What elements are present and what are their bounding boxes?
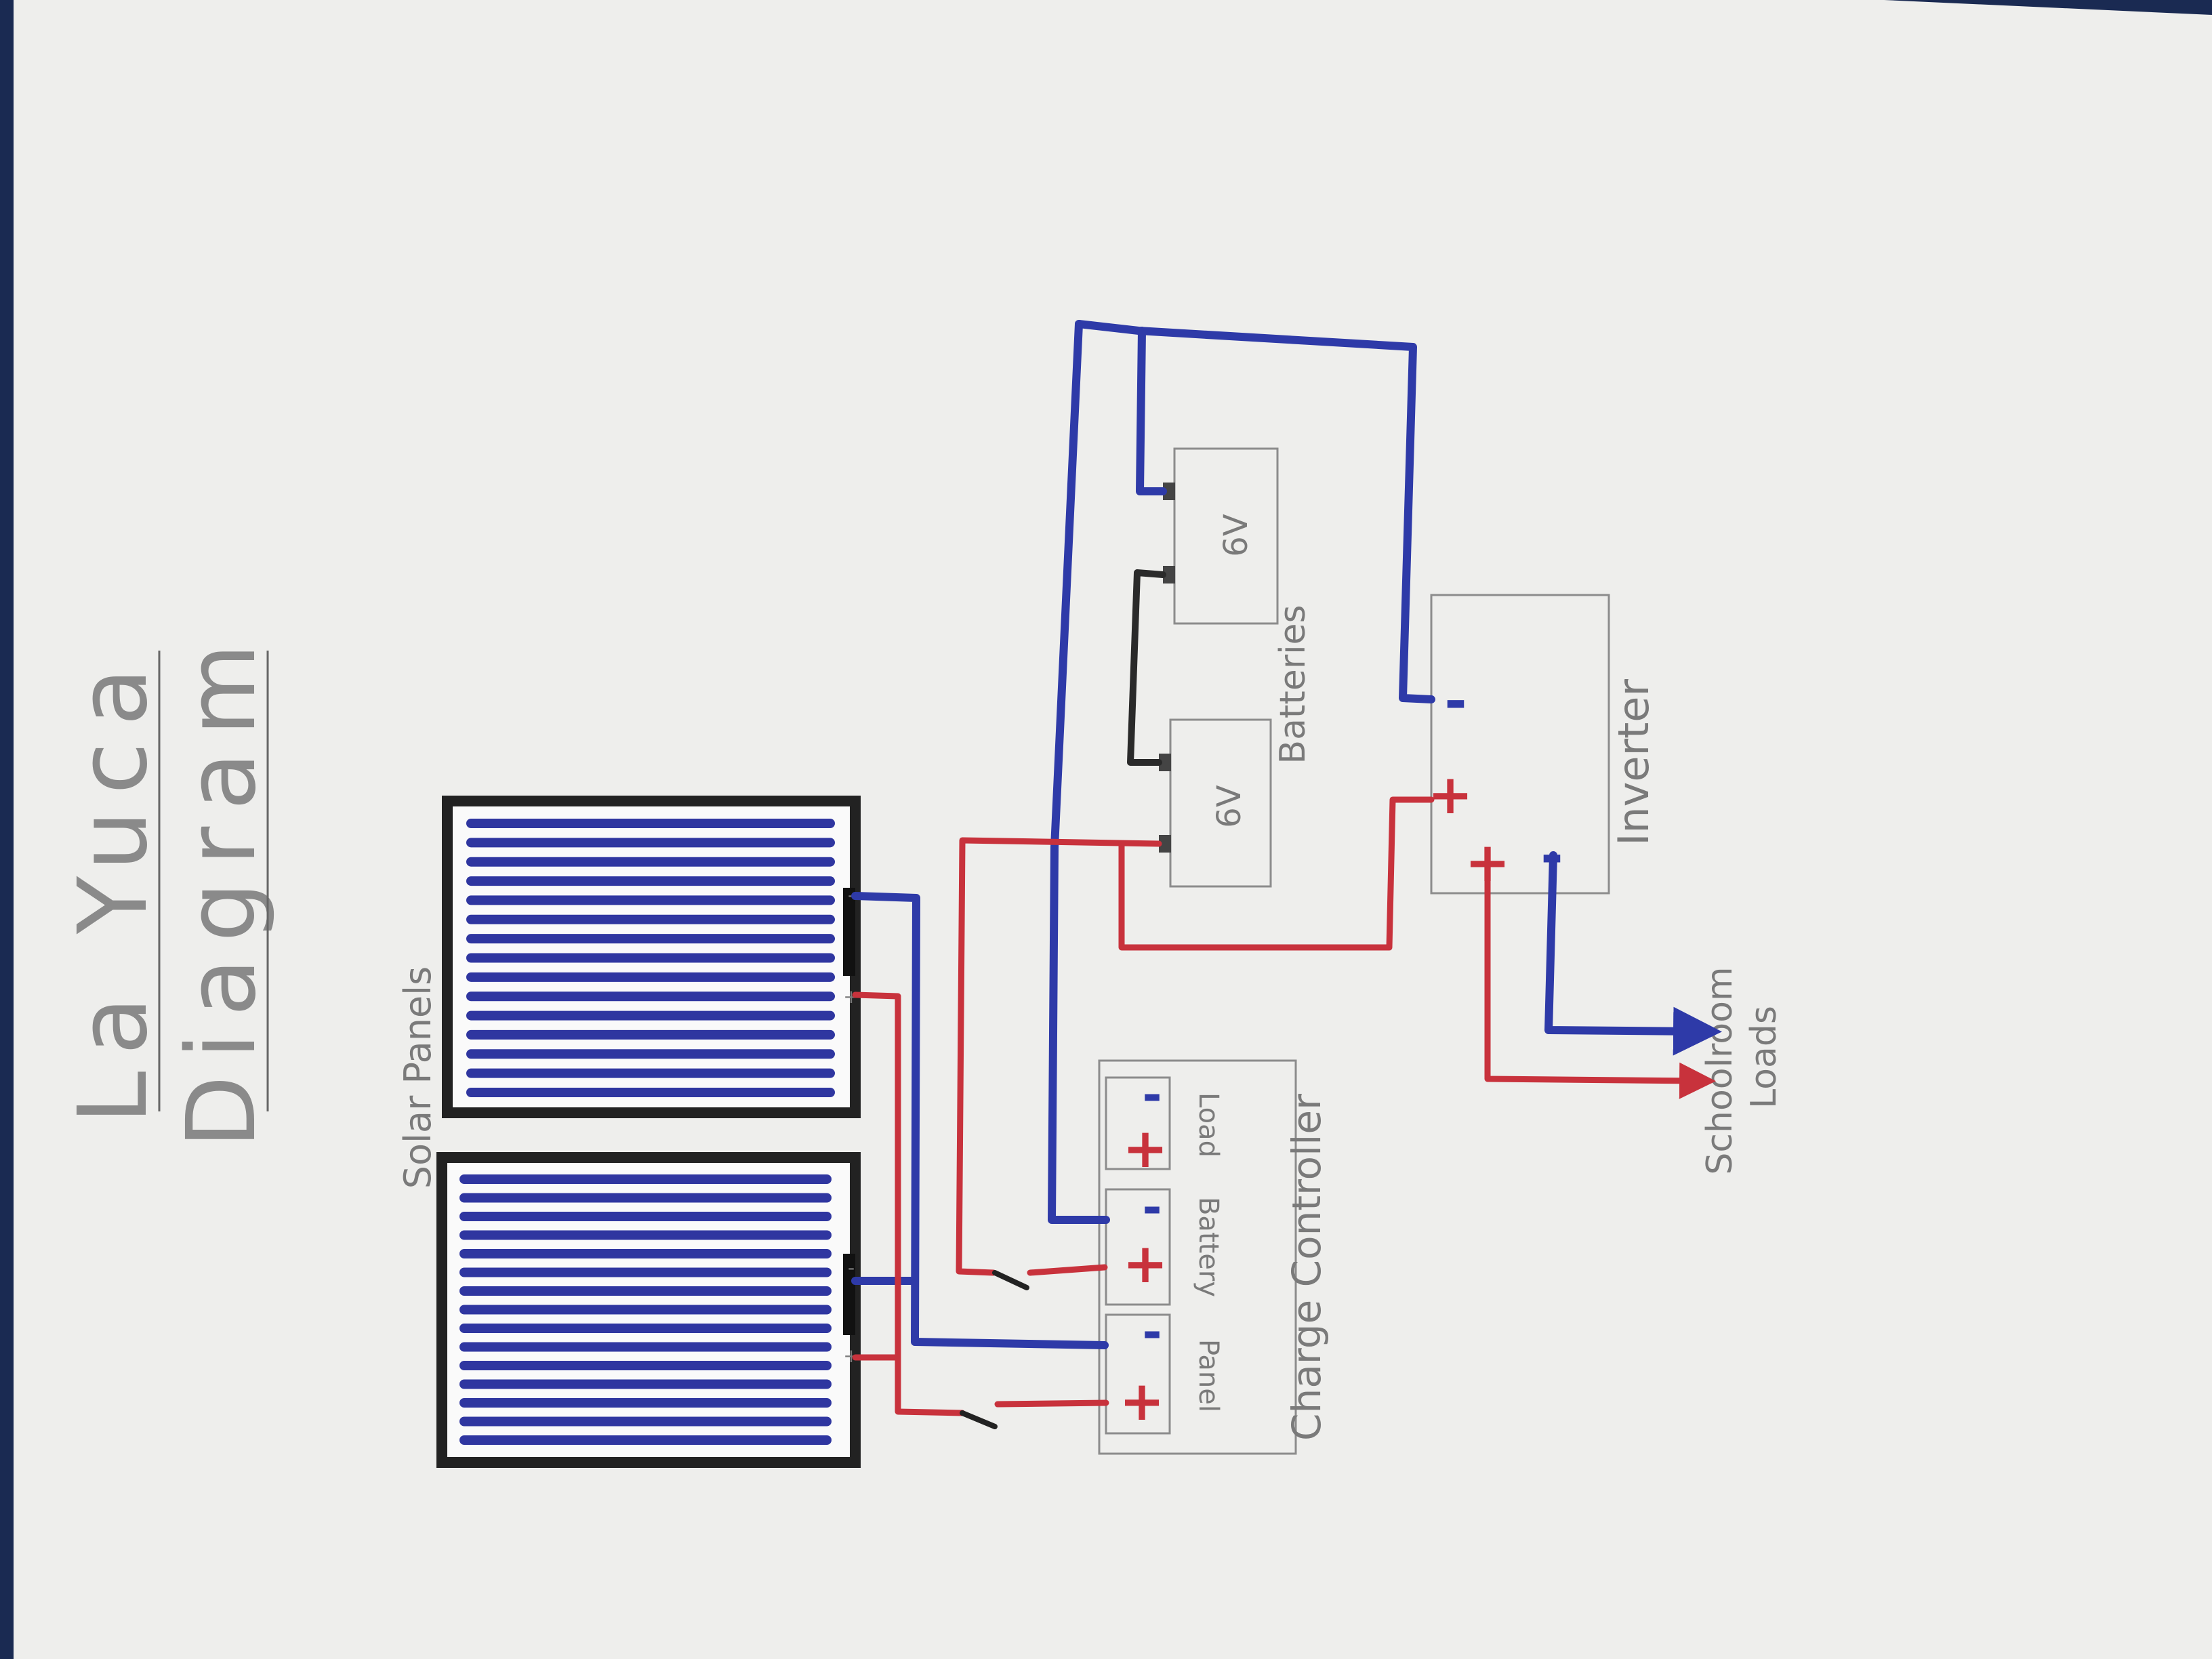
batteries-label: Batteries	[1273, 605, 1313, 764]
battery-box-2	[1173, 447, 1279, 625]
battery-2-post-pos	[1163, 566, 1175, 583]
cc-battery-plus: +	[1122, 1232, 1168, 1295]
wire-top-bus	[1075, 320, 1435, 703]
inverter: - + + - Inverter	[1427, 594, 1658, 895]
charge-controller: - + - + - + Load Battery Panel Charge Co…	[1098, 1059, 1330, 1455]
solar-panel-b: - +	[436, 1152, 861, 1468]
wire-battery-series-jumper	[1127, 569, 1166, 766]
panel-a-minus: -	[848, 884, 855, 906]
paper-sheet	[14, 0, 2212, 1659]
positive-wires	[852, 796, 1716, 1416]
cc-slot-panel	[1105, 1313, 1171, 1435]
battery-2-post-neg	[1163, 483, 1175, 500]
title-block: La Yuca Diagram	[58, 627, 277, 1148]
cc-load-plus: +	[1122, 1117, 1168, 1180]
inverter-dc-minus: -	[1444, 670, 1467, 733]
wire-panel-a-negative	[851, 892, 1109, 1349]
cc-label-load: Load	[1193, 1092, 1224, 1158]
wire-load-positive	[1484, 856, 1716, 1099]
cc-label-panel: Panel	[1193, 1339, 1224, 1412]
switch-battery-disconnect	[992, 1270, 1029, 1290]
wire-load-negative	[1544, 851, 1722, 1056]
inverter-box	[1430, 594, 1610, 895]
wire-battery-to-inverter-positive	[1118, 796, 1435, 951]
title-line-2: Diagram	[167, 627, 277, 1148]
panel-a-cells	[466, 819, 835, 1097]
solar-panels-label: Solar Panels	[396, 966, 439, 1189]
wire-battery-negative-drop	[1136, 327, 1167, 495]
solar-panels: - + - + Solar Panels	[396, 796, 861, 1468]
wire-battery-positive-run	[956, 837, 1162, 1276]
panel-b-minus: -	[848, 1256, 855, 1279]
wire-panel-positive-to-cc	[994, 1399, 1109, 1408]
negative-wires	[851, 320, 1722, 1349]
wire-cc-battery-negative	[1048, 320, 1110, 1224]
panel-a-terminal-strip	[843, 888, 855, 976]
battery-box-1	[1169, 718, 1272, 888]
wire-panel-a-positive	[852, 991, 966, 1416]
battery-1-voltage: 6V	[1210, 785, 1248, 828]
loads-label-line-2: Loads	[1744, 1006, 1784, 1109]
cc-panel-plus: +	[1119, 1370, 1164, 1433]
inverter-label: Inverter	[1609, 679, 1658, 846]
loads-label-line-1: Schoolroom	[1700, 966, 1740, 1174]
cc-load-minus: -	[1142, 1067, 1162, 1123]
battery-1-post-neg	[1159, 754, 1171, 771]
cc-panel-minus: -	[1142, 1305, 1162, 1360]
switch-panel-disconnect	[960, 1410, 998, 1429]
title-line-1: La Yuca	[58, 651, 169, 1124]
panel-a-plus: +	[843, 985, 859, 1008]
panel-b-cells	[459, 1174, 832, 1445]
solar-panel-a: - +	[442, 796, 861, 1118]
cc-slot-load	[1105, 1076, 1171, 1170]
paper-corner-shadow	[1884, 0, 2212, 15]
charge-controller-label: Charge Controller	[1284, 1094, 1330, 1441]
battery-2-voltage: 6V	[1217, 514, 1255, 557]
panel-b-terminal-strip	[843, 1254, 855, 1335]
battery-bank: 6V 6V Batteries	[1159, 447, 1313, 888]
battery-1-post-pos	[1159, 835, 1171, 853]
panel-b-plus: +	[843, 1345, 859, 1367]
charge-controller-box	[1098, 1059, 1297, 1455]
wire-cc-battery-positive	[1027, 1264, 1108, 1276]
cc-label-battery: Battery	[1193, 1197, 1224, 1297]
inverter-dc-plus: +	[1427, 763, 1473, 826]
cc-battery-minus: -	[1142, 1180, 1162, 1235]
cc-slot-battery	[1105, 1188, 1171, 1306]
